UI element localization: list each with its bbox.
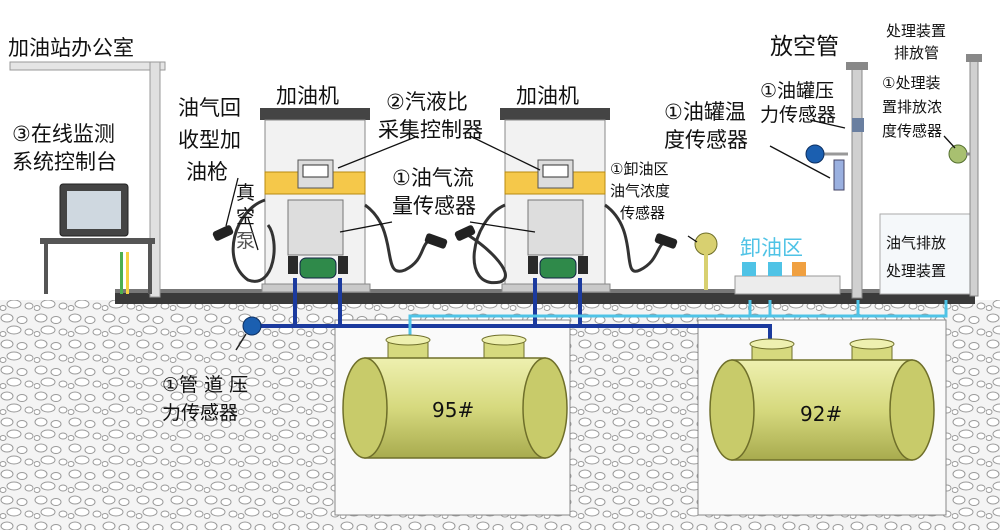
- treatment-device-label-line1: 油气排放: [886, 234, 947, 252]
- treatment-device-label-line2: 处理装置: [886, 262, 947, 280]
- console-label-line1: ③在线监测: [12, 122, 115, 146]
- vapor-return-pipes: [260, 278, 772, 345]
- pipe-pressure-sensor-label-line2: 力传感器: [162, 402, 239, 424]
- tank-95-label: 95#: [432, 398, 475, 422]
- treatment-vent-label-line1: 处理装置: [886, 22, 947, 40]
- dispenser-2-graphic: [500, 108, 611, 293]
- nozzle-hoses: [231, 198, 669, 285]
- unload-sensor-label-line1: ①卸油区: [610, 160, 669, 178]
- treatment-device: [879, 54, 982, 297]
- liquid-vent-pipes: [408, 300, 948, 345]
- tank-92-graphic: [709, 338, 935, 461]
- ratio-controller-label-line2: 采集控制器: [378, 118, 483, 142]
- unload-sensor-label-line3: 传感器: [620, 204, 666, 222]
- vacuum-label-line1: 真: [236, 182, 256, 204]
- treatment-conc-sensor-label-line1: ①处理装: [882, 74, 941, 92]
- vacuum-label-line2: 空: [236, 206, 256, 228]
- unload-vapor-sensor: [694, 232, 718, 290]
- unloading-area: [734, 262, 841, 295]
- unload-area-label: 卸油区: [740, 236, 803, 260]
- console-label-line2: 系统控制台: [12, 150, 117, 174]
- tank-temp-sensor-label-line1: ①油罐温: [664, 100, 746, 124]
- ratio-controller-label-line1: ②汽液比: [386, 90, 468, 114]
- monitoring-console: [40, 183, 155, 294]
- flow-sensor-label-line1: ①油气流: [392, 166, 474, 190]
- nozzle-label-line1: 油气回: [178, 96, 241, 120]
- tank-95-graphic: [342, 334, 568, 459]
- tank-92-label: 92#: [800, 402, 843, 426]
- unload-sensor-label-line2: 油气浓度: [610, 182, 671, 200]
- tank-pressure-sensor-label-line1: ①油罐压: [760, 80, 835, 102]
- office-label: 加油站办公室: [8, 36, 134, 60]
- office-structure: [9, 61, 166, 298]
- nozzle-handles: [212, 225, 678, 249]
- dispenser-2-label: 加油机: [516, 84, 579, 108]
- leader-lines: [225, 119, 956, 251]
- tank-pressure-sensor-label-line2: 力传感器: [760, 104, 837, 126]
- nozzle-label-line3: 油枪: [186, 160, 228, 184]
- dispenser-1-graphic: [260, 108, 371, 293]
- treatment-conc-sensor-label-line3: 度传感器: [882, 122, 943, 140]
- pipe-pressure-sensor-label-line1: ①管 道 压: [162, 374, 249, 396]
- flow-sensor-label-line2: 量传感器: [392, 194, 476, 218]
- nozzle-label-line2: 收型加: [178, 128, 241, 152]
- tank-temp-sensor-label-line2: 度传感器: [664, 128, 748, 152]
- vent-pipe-graphic: [805, 62, 868, 299]
- pipe-pressure-sensor: [235, 316, 262, 351]
- ground-slab: [115, 292, 975, 304]
- treatment-vent-label-line2: 排放管: [894, 44, 940, 62]
- treatment-conc-sensor-label-line2: 置排放浓: [882, 98, 943, 116]
- vent-pipe-label: 放空管: [770, 34, 839, 60]
- dispenser-1-label: 加油机: [276, 84, 339, 108]
- vacuum-label-line3: 泵: [236, 230, 256, 252]
